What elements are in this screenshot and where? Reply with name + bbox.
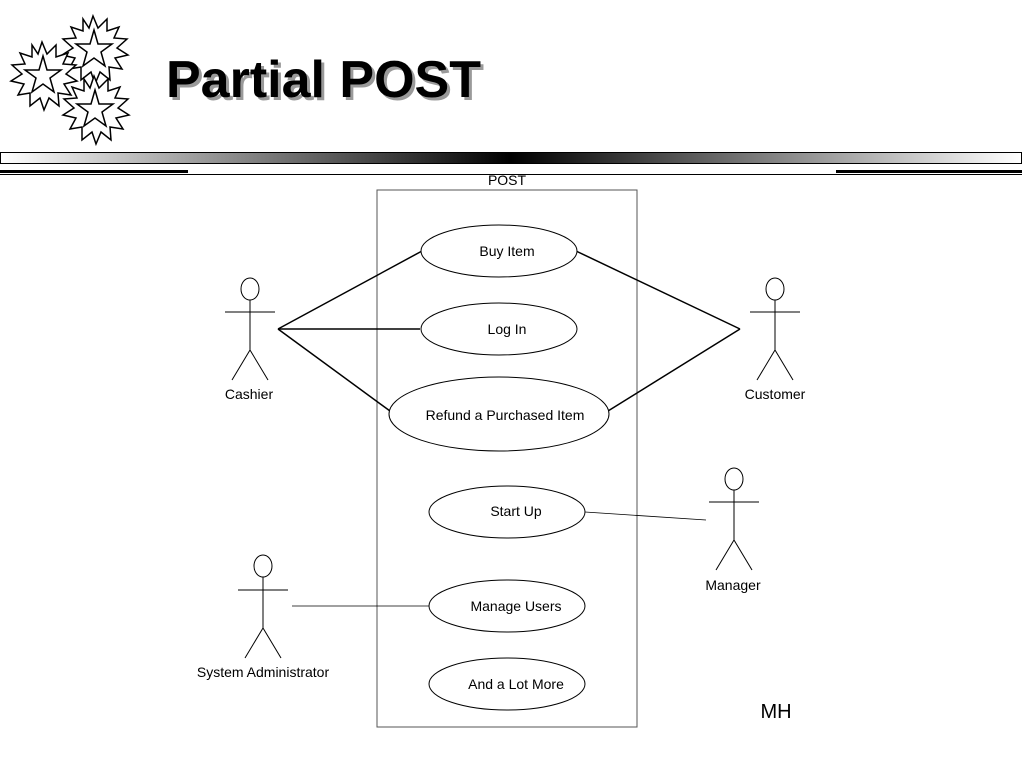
actor-label-system-administrator: System Administrator: [197, 664, 330, 680]
use-case-label: Log In: [488, 321, 527, 337]
associations: [277, 250, 741, 607]
use-case-label: Start Up: [490, 503, 542, 519]
actor-label-customer: Customer: [745, 386, 806, 402]
use-case-start-up: Start Up: [428, 485, 586, 539]
stick-figure-icon: [750, 277, 800, 381]
use-case-label: Manage Users: [470, 598, 561, 614]
divider-left: [0, 170, 188, 173]
association-cashier-buy-item: [277, 250, 423, 330]
use-case-label: Buy Item: [479, 243, 534, 259]
use-case-refund-a-purchased-item: Refund a Purchased Item: [388, 376, 610, 452]
stars-logo-icon: [9, 14, 131, 147]
slide-title: Partial POST: [166, 51, 481, 109]
divider-hairline: [0, 174, 1022, 175]
actor-label-cashier: Cashier: [225, 386, 274, 402]
association-customer-buy-item: [575, 250, 741, 330]
association-manager-start-up: [584, 511, 707, 521]
use-case-manage-users: Manage Users: [428, 579, 586, 633]
stick-figure-icon: [238, 554, 288, 659]
use-case-label: Refund a Purchased Item: [426, 407, 585, 423]
actor-manager: [709, 467, 759, 571]
stick-figure-icon: [709, 467, 759, 571]
actor-customer: [750, 277, 800, 381]
system-boundary: [376, 189, 638, 728]
footer-initials: MH: [760, 701, 791, 723]
system-label: POST: [488, 172, 527, 188]
association-cashier-refund: [277, 328, 391, 412]
use-case-and-a-lot-more: And a Lot More: [428, 657, 586, 711]
title-gradient-rule: [0, 152, 1022, 164]
divider-right: [836, 170, 1022, 173]
actor-system-administrator: [238, 554, 288, 659]
use-case-buy-item: Buy Item: [420, 224, 578, 278]
actor-label-manager: Manager: [705, 577, 761, 593]
association-customer-refund: [607, 328, 741, 412]
use-case-label: And a Lot More: [468, 676, 564, 692]
actor-cashier: [225, 277, 275, 381]
use-case-log-in: Log In: [420, 302, 578, 356]
stick-figure-icon: [225, 277, 275, 381]
